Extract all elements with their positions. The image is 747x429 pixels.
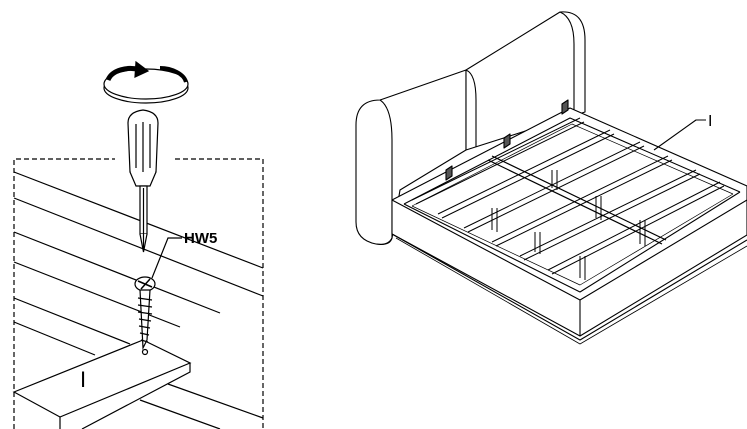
- bed-frame: [391, 107, 747, 345]
- slat-lines: [13, 171, 264, 429]
- screwdriver-icon: [127, 109, 159, 253]
- detail-frame: [13, 158, 264, 429]
- hw5-leader-line: [151, 237, 182, 279]
- slat-part-label: I: [80, 367, 86, 392]
- rotation-arrow-icon: [103, 60, 189, 104]
- rail-brackets: [445, 99, 569, 181]
- screw-detail-panel: [12, 60, 264, 429]
- screw-icon: [134, 276, 156, 351]
- bed-frame-panel: [355, 11, 747, 345]
- slat-board: [12, 339, 192, 429]
- support-legs: [491, 170, 646, 280]
- slat-leader-line: [653, 119, 706, 151]
- frame-part-label: I: [708, 113, 712, 130]
- hardware-label: HW5: [184, 230, 217, 247]
- center-rail: [487, 155, 667, 245]
